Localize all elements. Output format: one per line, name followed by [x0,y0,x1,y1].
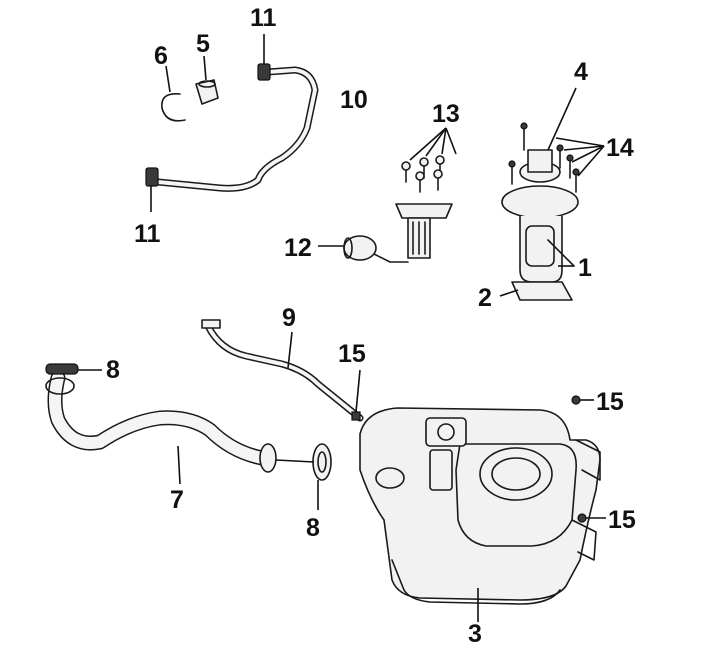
callout-15-left: 15 [338,340,366,368]
callout-8-top: 8 [106,356,120,384]
part-8-hose-clamp-bottom [275,443,332,510]
part-6-clip [161,65,186,122]
callout-3: 3 [468,620,482,648]
part-15-fastener-right-top [571,395,594,405]
callout-4: 4 [574,58,588,86]
part-8-hose-clamp-top [45,363,102,375]
part-5-grommet [195,55,219,105]
part-11-hose-clamp-bottom [145,167,159,212]
part-1-fuel-pump [501,185,579,283]
callout-10: 10 [340,86,368,114]
part-10-vent-hose [154,66,319,192]
part-2-pump-bracket [499,281,573,301]
part-9-fuel-tube [201,319,364,422]
part-12-fuel-level-sender [318,203,453,263]
callout-6: 6 [154,42,168,70]
callout-15-right-bottom: 15 [608,506,636,534]
part-15-fastener-right-bottom [577,513,606,523]
callout-5: 5 [196,30,210,58]
callout-15-right-top: 15 [596,388,624,416]
part-3-fuel-tank [359,407,601,622]
callout-8-bottom: 8 [306,514,320,542]
part-15-fastener-left [351,369,361,421]
part-11-hose-clamp-top [257,34,271,81]
part-14-screws [508,122,605,193]
callout-11-top: 11 [250,4,277,32]
part-4-pump-flange [519,87,577,183]
callout-2: 2 [478,284,492,312]
callout-12: 12 [284,234,312,262]
callout-11-bottom: 11 [134,220,161,248]
callout-14: 14 [606,134,634,162]
callout-7: 7 [170,486,184,514]
callout-9: 9 [282,304,296,332]
callout-13: 13 [432,100,460,128]
part-13-bolts [401,127,457,193]
part-7-filler-hose [45,370,277,485]
callout-1: 1 [578,254,592,282]
